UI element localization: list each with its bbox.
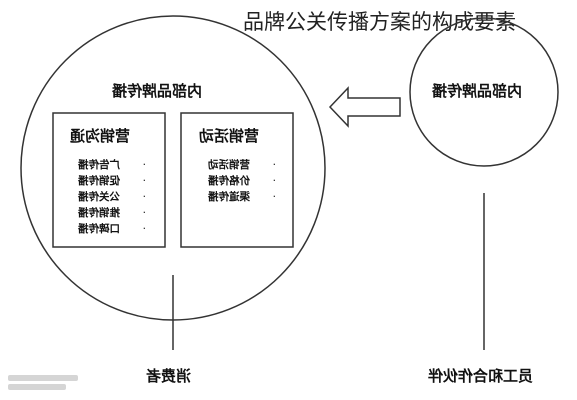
list-item: 促销传播· [78,175,146,187]
big-circle [20,15,326,321]
list-item: 渠道传播· [208,191,276,203]
list-item: 推销传播· [78,207,146,219]
watermark-logo [8,372,108,396]
list-item: 价格传播· [208,175,276,187]
marketing-communication-heading: 营销沟通 [70,127,131,145]
small-circle-label: 内部品牌传播 [432,82,523,100]
list-item: 公关传播· [78,191,146,203]
diagram-title: 品牌公关传播方案的构成要素 [243,10,516,34]
list-item: 营销活动· [208,159,276,171]
marketing-activity-list: 营销活动· 价格传播· 渠道传播· [208,157,276,205]
marketing-communication-box [52,112,166,248]
consumer-label: 消费者 [146,367,192,385]
marketing-activity-heading: 营销活动 [199,127,260,145]
internal-brand-communication-heading: 内部品牌传播 [112,82,203,100]
small-circle [409,17,559,167]
list-item: 口碑传播· [78,223,146,235]
list-item: 广告传播· [78,159,146,171]
marketing-activity-box [180,112,294,248]
partner-label: 员工和合作伙伴 [428,367,534,385]
arrow-left [328,86,401,128]
marketing-communication-list: 广告传播· 促销传播· 公关传播· 推销传播· 口碑传播· [78,157,146,237]
